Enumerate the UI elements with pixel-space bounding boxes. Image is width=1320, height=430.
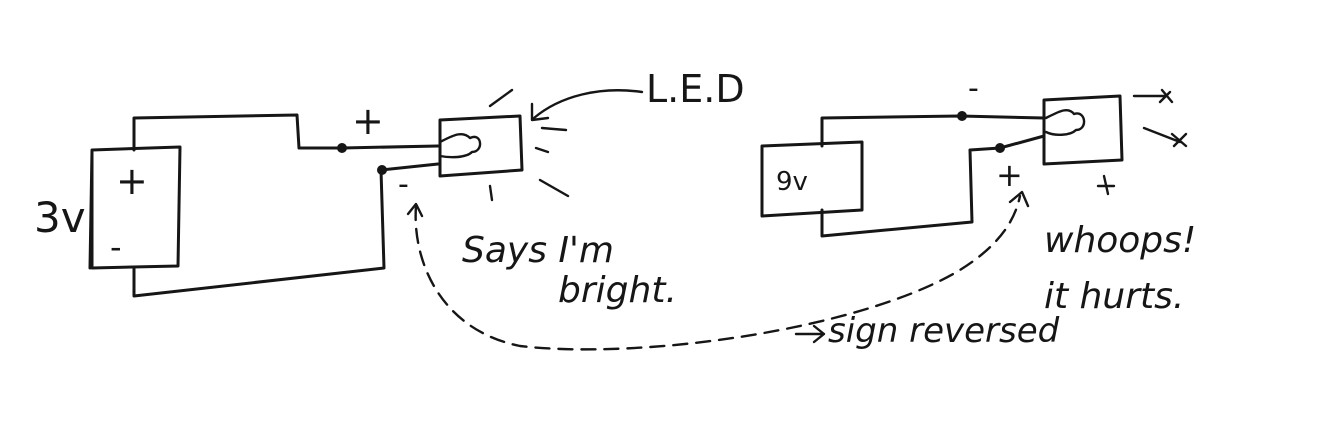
left-top-wire	[132, 113, 440, 152]
right-note-line2: it hurts.	[1044, 276, 1184, 317]
right-led	[1042, 94, 1124, 166]
left-led-minus: -	[398, 167, 409, 202]
led-arrowhead	[530, 102, 550, 122]
left-note-line1: Says I'm	[462, 230, 614, 271]
left-bottom-wire	[132, 162, 440, 298]
left-led-filament	[438, 132, 482, 159]
right-led-rays	[1096, 88, 1188, 196]
left-led	[438, 114, 524, 178]
right-battery	[760, 140, 864, 218]
led-label: L.E.D	[646, 67, 745, 111]
left-circuit: 3v + - + - Says I'm bright.	[34, 88, 677, 311]
left-battery-plus: +	[116, 159, 148, 203]
right-led-plus: +	[996, 156, 1023, 194]
label-arrow	[794, 324, 826, 344]
sign-reversed-annotation: sign reversed	[406, 190, 1060, 351]
right-battery-label: 9v	[776, 167, 808, 197]
left-plus-node	[337, 143, 347, 153]
left-minus-node	[377, 165, 387, 175]
right-plus-node	[995, 143, 1005, 153]
right-led-filament	[1044, 108, 1086, 136]
battery-voltage-label: 3v	[34, 193, 86, 242]
right-top-wire	[820, 114, 1046, 148]
left-battery-minus: -	[110, 228, 122, 266]
right-minus-node	[957, 111, 967, 121]
led-arrow	[532, 89, 644, 120]
right-note-line1: whoops!	[1044, 220, 1196, 261]
sign-reversed-label: sign reversed	[828, 311, 1060, 351]
right-bottom-wire	[820, 134, 1046, 238]
led-annotation: L.E.D	[530, 67, 745, 122]
left-led-rays	[488, 88, 570, 202]
left-note-line2: bright.	[558, 270, 677, 311]
right-led-minus: -	[968, 71, 979, 106]
left-battery	[88, 145, 182, 270]
right-circuit: 9v - + whoops! it hurts.	[760, 71, 1196, 317]
reverse-arrowhead-left	[406, 202, 424, 218]
reverse-arrowhead-right	[1008, 190, 1030, 208]
reverse-connector	[414, 194, 1022, 351]
left-led-plus: +	[352, 99, 384, 143]
